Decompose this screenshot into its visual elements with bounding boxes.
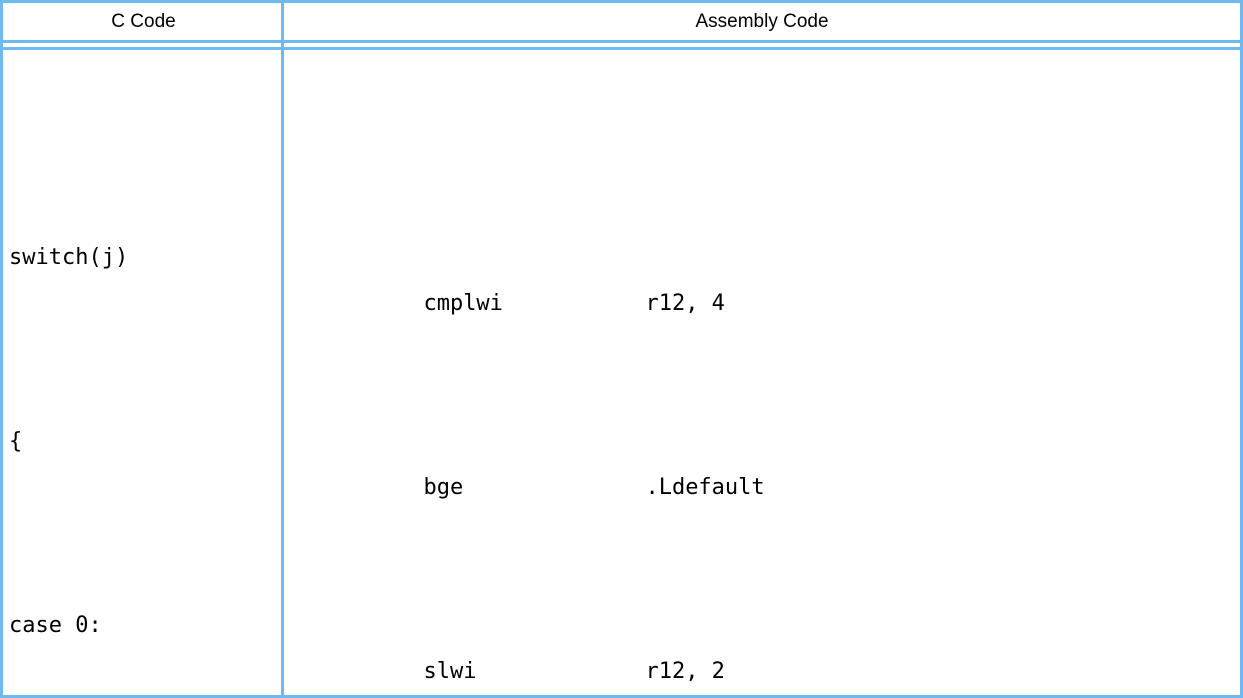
table-header-row: C Code Assembly Code — [3, 3, 1240, 40]
c-code-line: case 0: — [9, 613, 102, 638]
c-code-line: switch(j) — [9, 245, 129, 270]
column-separator — [281, 3, 284, 695]
assembly-operands: .Ldefault — [645, 475, 765, 500]
assembly-operands: r12, 4 — [645, 291, 725, 316]
assembly-operands: r12, 2 — [645, 659, 725, 684]
c-code-line: { — [9, 429, 23, 454]
assembly-code-line: bge .Ldefault — [291, 419, 1240, 500]
assembly-mnemonic: bge — [423, 475, 464, 500]
c-code-column: switch(j) { case 0: ... case 1: ... case… — [3, 50, 284, 695]
table-body: switch(j) { case 0: ... case 1: ... case… — [3, 50, 1240, 695]
assembly-mnemonic: cmplwi — [423, 291, 503, 316]
header-separator-double-rule — [3, 40, 1240, 50]
assembly-code-line: slwi r12, 2 — [291, 603, 1240, 684]
assembly-mnemonic: slwi — [423, 659, 477, 684]
column-header-c-code: C Code — [111, 11, 176, 32]
assembly-code-line: cmplwi r12, 4 — [291, 235, 1240, 316]
column-header-assembly-code: Assembly Code — [695, 11, 829, 32]
